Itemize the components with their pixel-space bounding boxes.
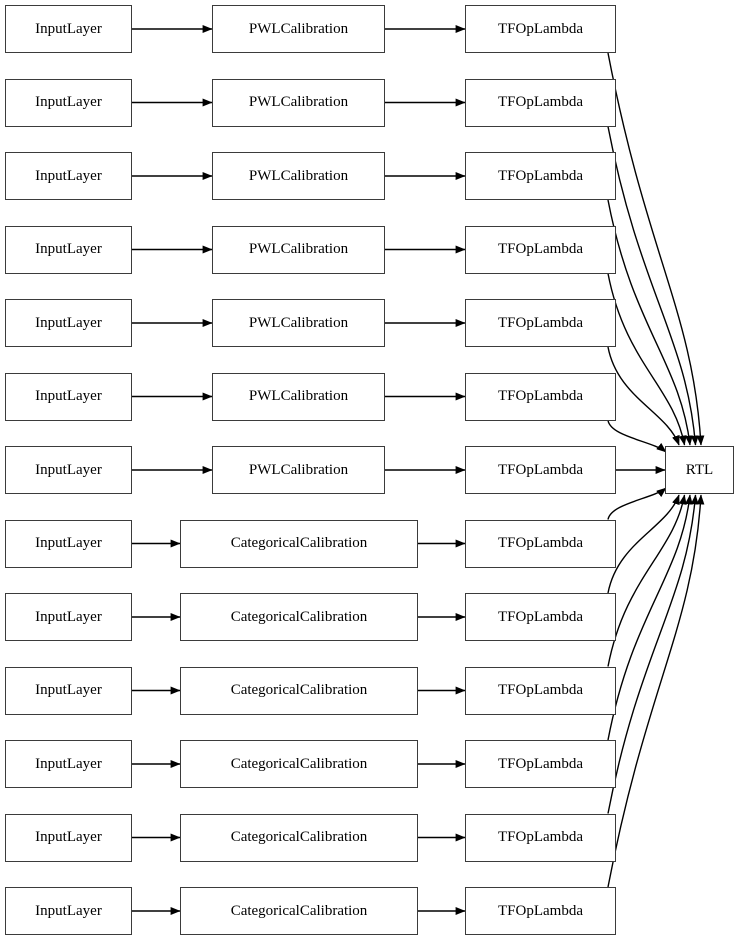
node-calibration-7-label: CategoricalCalibration — [230, 535, 368, 551]
node-input-3-label: InputLayer — [35, 241, 102, 257]
node-lambda-6[interactable]: TFOpLambda — [465, 446, 616, 494]
node-input-10[interactable]: InputLayer — [5, 740, 132, 788]
node-input-9-label: InputLayer — [35, 682, 102, 698]
node-calibration-9[interactable]: CategoricalCalibration — [180, 666, 418, 715]
node-lambda-1[interactable]: TFOpLambda — [465, 78, 616, 127]
node-lambda-3[interactable]: TFOpLambda — [465, 225, 616, 274]
node-input-4[interactable]: InputLayer — [5, 299, 132, 347]
node-lambda-9-label: TFOpLambda — [498, 682, 583, 698]
node-input-7-label: InputLayer — [35, 535, 102, 551]
node-lambda-3-label: TFOpLambda — [498, 241, 583, 257]
node-lambda-1-label: TFOpLambda — [498, 94, 583, 110]
node-calibration-11-label: CategoricalCalibration — [230, 829, 368, 845]
node-input-6[interactable]: InputLayer — [5, 446, 132, 494]
node-lambda-10-label: TFOpLambda — [498, 755, 583, 772]
node-calibration-11[interactable]: CategoricalCalibration — [180, 813, 418, 862]
node-calibration-1[interactable]: PWLCalibration — [212, 78, 385, 127]
node-calibration-12[interactable]: CategoricalCalibration — [180, 887, 418, 935]
node-input-12[interactable]: InputLayer — [5, 887, 132, 935]
node-calibration-5-label: PWLCalibration — [248, 388, 349, 404]
node-lambda-4-label: TFOpLambda — [498, 314, 583, 331]
node-input-3[interactable]: InputLayer — [5, 225, 132, 274]
node-calibration-0[interactable]: PWLCalibration — [212, 5, 385, 53]
node-input-5[interactable]: InputLayer — [5, 372, 132, 421]
node-input-9[interactable]: InputLayer — [5, 666, 132, 715]
node-calibration-2-label: PWLCalibration — [248, 167, 349, 184]
node-lambda-9[interactable]: TFOpLambda — [465, 666, 616, 715]
node-lambda-11-label: TFOpLambda — [498, 829, 583, 845]
node-calibration-5[interactable]: PWLCalibration — [212, 372, 385, 421]
node-input-2[interactable]: InputLayer — [5, 152, 132, 200]
node-calibration-2[interactable]: PWLCalibration — [212, 152, 385, 200]
node-input-0[interactable]: InputLayer — [5, 5, 132, 53]
node-lambda-8-label: TFOpLambda — [498, 608, 583, 625]
node-calibration-7[interactable]: CategoricalCalibration — [180, 519, 418, 568]
node-lambda-0[interactable]: TFOpLambda — [465, 5, 616, 53]
node-input-8[interactable]: InputLayer — [5, 593, 132, 641]
node-lambda-2[interactable]: TFOpLambda — [465, 152, 616, 200]
node-lambda-5-label: TFOpLambda — [498, 388, 583, 404]
node-input-6-label: InputLayer — [35, 461, 102, 478]
node-input-10-label: InputLayer — [35, 755, 102, 772]
node-input-0-label: InputLayer — [35, 20, 102, 37]
node-calibration-12-label: CategoricalCalibration — [230, 902, 368, 919]
node-lambda-0-label: TFOpLambda — [498, 20, 583, 37]
node-calibration-10-label: CategoricalCalibration — [230, 755, 368, 772]
node-input-11-label: InputLayer — [35, 829, 102, 845]
node-input-1[interactable]: InputLayer — [5, 78, 132, 127]
node-calibration-8-label: CategoricalCalibration — [230, 608, 368, 625]
node-calibration-6-label: PWLCalibration — [248, 461, 349, 478]
node-lambda-11[interactable]: TFOpLambda — [465, 813, 616, 862]
node-input-12-label: InputLayer — [35, 902, 102, 919]
node-calibration-6[interactable]: PWLCalibration — [212, 446, 385, 494]
node-calibration-9-label: CategoricalCalibration — [230, 682, 368, 698]
node-calibration-1-label: PWLCalibration — [248, 94, 349, 110]
node-input-5-label: InputLayer — [35, 388, 102, 404]
node-lambda-5[interactable]: TFOpLambda — [465, 372, 616, 421]
node-lambda-12-label: TFOpLambda — [498, 902, 583, 919]
node-lambda-6-label: TFOpLambda — [498, 461, 583, 478]
node-calibration-4-label: PWLCalibration — [248, 314, 349, 331]
node-input-4-label: InputLayer — [35, 314, 102, 331]
node-lambda-8[interactable]: TFOpLambda — [465, 593, 616, 641]
node-input-7[interactable]: InputLayer — [5, 519, 132, 568]
node-calibration-3[interactable]: PWLCalibration — [212, 225, 385, 274]
node-input-1-label: InputLayer — [35, 94, 102, 110]
node-rtl[interactable]: RTL — [665, 446, 734, 494]
node-input-2-label: InputLayer — [35, 167, 102, 184]
node-lambda-4[interactable]: TFOpLambda — [465, 299, 616, 347]
node-lambda-10[interactable]: TFOpLambda — [465, 740, 616, 788]
node-lambda-12[interactable]: TFOpLambda — [465, 887, 616, 935]
node-calibration-10[interactable]: CategoricalCalibration — [180, 740, 418, 788]
node-lambda-2-label: TFOpLambda — [498, 167, 583, 184]
node-lambda-7-label: TFOpLambda — [498, 535, 583, 551]
node-input-11[interactable]: InputLayer — [5, 813, 132, 862]
node-calibration-8[interactable]: CategoricalCalibration — [180, 593, 418, 641]
node-lambda-7[interactable]: TFOpLambda — [465, 519, 616, 568]
node-calibration-0-label: PWLCalibration — [248, 20, 349, 37]
node-input-8-label: InputLayer — [35, 608, 102, 625]
node-calibration-3-label: PWLCalibration — [248, 241, 349, 257]
node-rtl-label: RTL — [685, 461, 714, 478]
node-calibration-4[interactable]: PWLCalibration — [212, 299, 385, 347]
